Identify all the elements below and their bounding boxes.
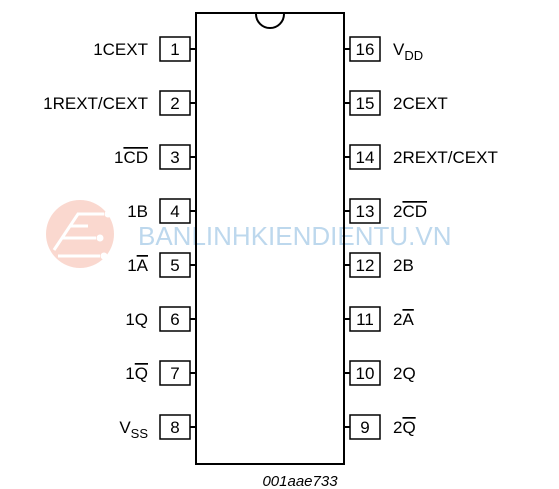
chip-body — [195, 12, 345, 465]
pin-box-2 — [159, 90, 191, 116]
pin-label-left-0: 1CEXT — [93, 40, 148, 59]
pin-number-7: 7 — [170, 364, 179, 383]
pin-label-right-6: 2Q — [393, 364, 416, 383]
pin-box-15 — [349, 90, 381, 116]
pin-7: 7 1Q — [125, 360, 196, 386]
pin-number-10: 10 — [356, 364, 375, 383]
pin-number-1: 1 — [170, 40, 179, 59]
right-pins: 16 VDD 15 2CEXT 14 2REXT/CEXT 13 2CD 12 2B 11 2A 10 2… — [344, 36, 498, 440]
pin-box-1 — [159, 36, 191, 62]
pin-number-13: 13 — [356, 202, 375, 221]
pin-number-8: 8 — [170, 418, 179, 437]
pin-1: 1 1CEXT — [93, 36, 196, 62]
pin-14: 14 2REXT/CEXT — [344, 144, 498, 170]
pin-label-left-5: 1Q — [125, 310, 148, 329]
pin-3: 3 1CD — [114, 144, 196, 170]
pin-2: 2 1REXT/CEXT — [43, 90, 196, 116]
pin-8: 8 VSS — [119, 414, 196, 441]
pin-16: 16 VDD — [344, 36, 423, 63]
pin-label-right-5: 2A — [393, 310, 414, 329]
pin-11: 11 2A — [344, 306, 414, 332]
pin-15: 15 2CEXT — [344, 90, 448, 116]
pin-number-12: 12 — [356, 256, 375, 275]
pin-12: 12 2B — [344, 252, 414, 278]
figure-id: 001aae733 — [262, 473, 338, 489]
pin-number-2: 2 — [170, 94, 179, 113]
pin-13: 13 2CD — [344, 198, 427, 224]
pin-number-14: 14 — [356, 148, 375, 167]
pin-label-right-2: 2REXT/CEXT — [393, 148, 498, 167]
pin-number-6: 6 — [170, 310, 179, 329]
pin-number-5: 5 — [170, 256, 179, 275]
pin-label-left-4: 1A — [127, 256, 148, 275]
pin-box-3 — [159, 144, 191, 170]
pin-number-15: 15 — [356, 94, 375, 113]
pin-box-7 — [159, 360, 191, 386]
pin-label-left-1: 1REXT/CEXT — [43, 94, 148, 113]
pin-box-8 — [159, 414, 191, 440]
pin-label-right-0: VDD — [393, 40, 423, 63]
pin1-notch-icon — [255, 13, 285, 29]
pin-number-3: 3 — [170, 148, 179, 167]
pin-number-4: 4 — [170, 202, 179, 221]
pin-4: 4 1B — [127, 198, 196, 224]
pin-label-left-6: 1Q — [125, 364, 148, 383]
pin-box-11 — [349, 306, 381, 332]
pin-9: 9 2Q — [344, 414, 416, 440]
pin-number-11: 11 — [356, 310, 374, 329]
pin-label-left-2: 1CD — [114, 148, 148, 167]
pin-label-right-7: 2Q — [393, 418, 416, 437]
pin-box-14 — [349, 144, 381, 170]
pin-label-left-7: VSS — [119, 418, 148, 441]
pin-box-10 — [349, 360, 381, 386]
pin-label-left-3: 1B — [127, 202, 148, 221]
pin-5: 5 1A — [127, 252, 196, 278]
pin-number-16: 16 — [356, 40, 375, 59]
pin-box-12 — [349, 252, 381, 278]
pin-box-9 — [349, 414, 381, 440]
pin-box-4 — [159, 198, 191, 224]
watermark-text: BANLINHKIENDIENTU.VN — [138, 221, 452, 251]
watermark: BANLINHKIENDIENTU.VN — [46, 200, 452, 268]
pin-box-16 — [349, 36, 381, 62]
pin-label-right-3: 2CD — [393, 202, 427, 221]
pin-10: 10 2Q — [344, 360, 416, 386]
watermark-logo-icon — [46, 200, 114, 268]
pin-box-13 — [349, 198, 381, 224]
pin-label-right-1: 2CEXT — [393, 94, 448, 113]
pin-label-right-4: 2B — [393, 256, 414, 275]
pin-6: 6 1Q — [125, 306, 196, 332]
left-pins: 1 1CEXT 2 1REXT/CEXT 3 1CD 4 1B 5 1A 6 1Q 7 1Q 8 VSS — [43, 36, 196, 441]
pin-box-5 — [159, 252, 191, 278]
pin-number-9: 9 — [360, 418, 369, 437]
pin-box-6 — [159, 306, 191, 332]
